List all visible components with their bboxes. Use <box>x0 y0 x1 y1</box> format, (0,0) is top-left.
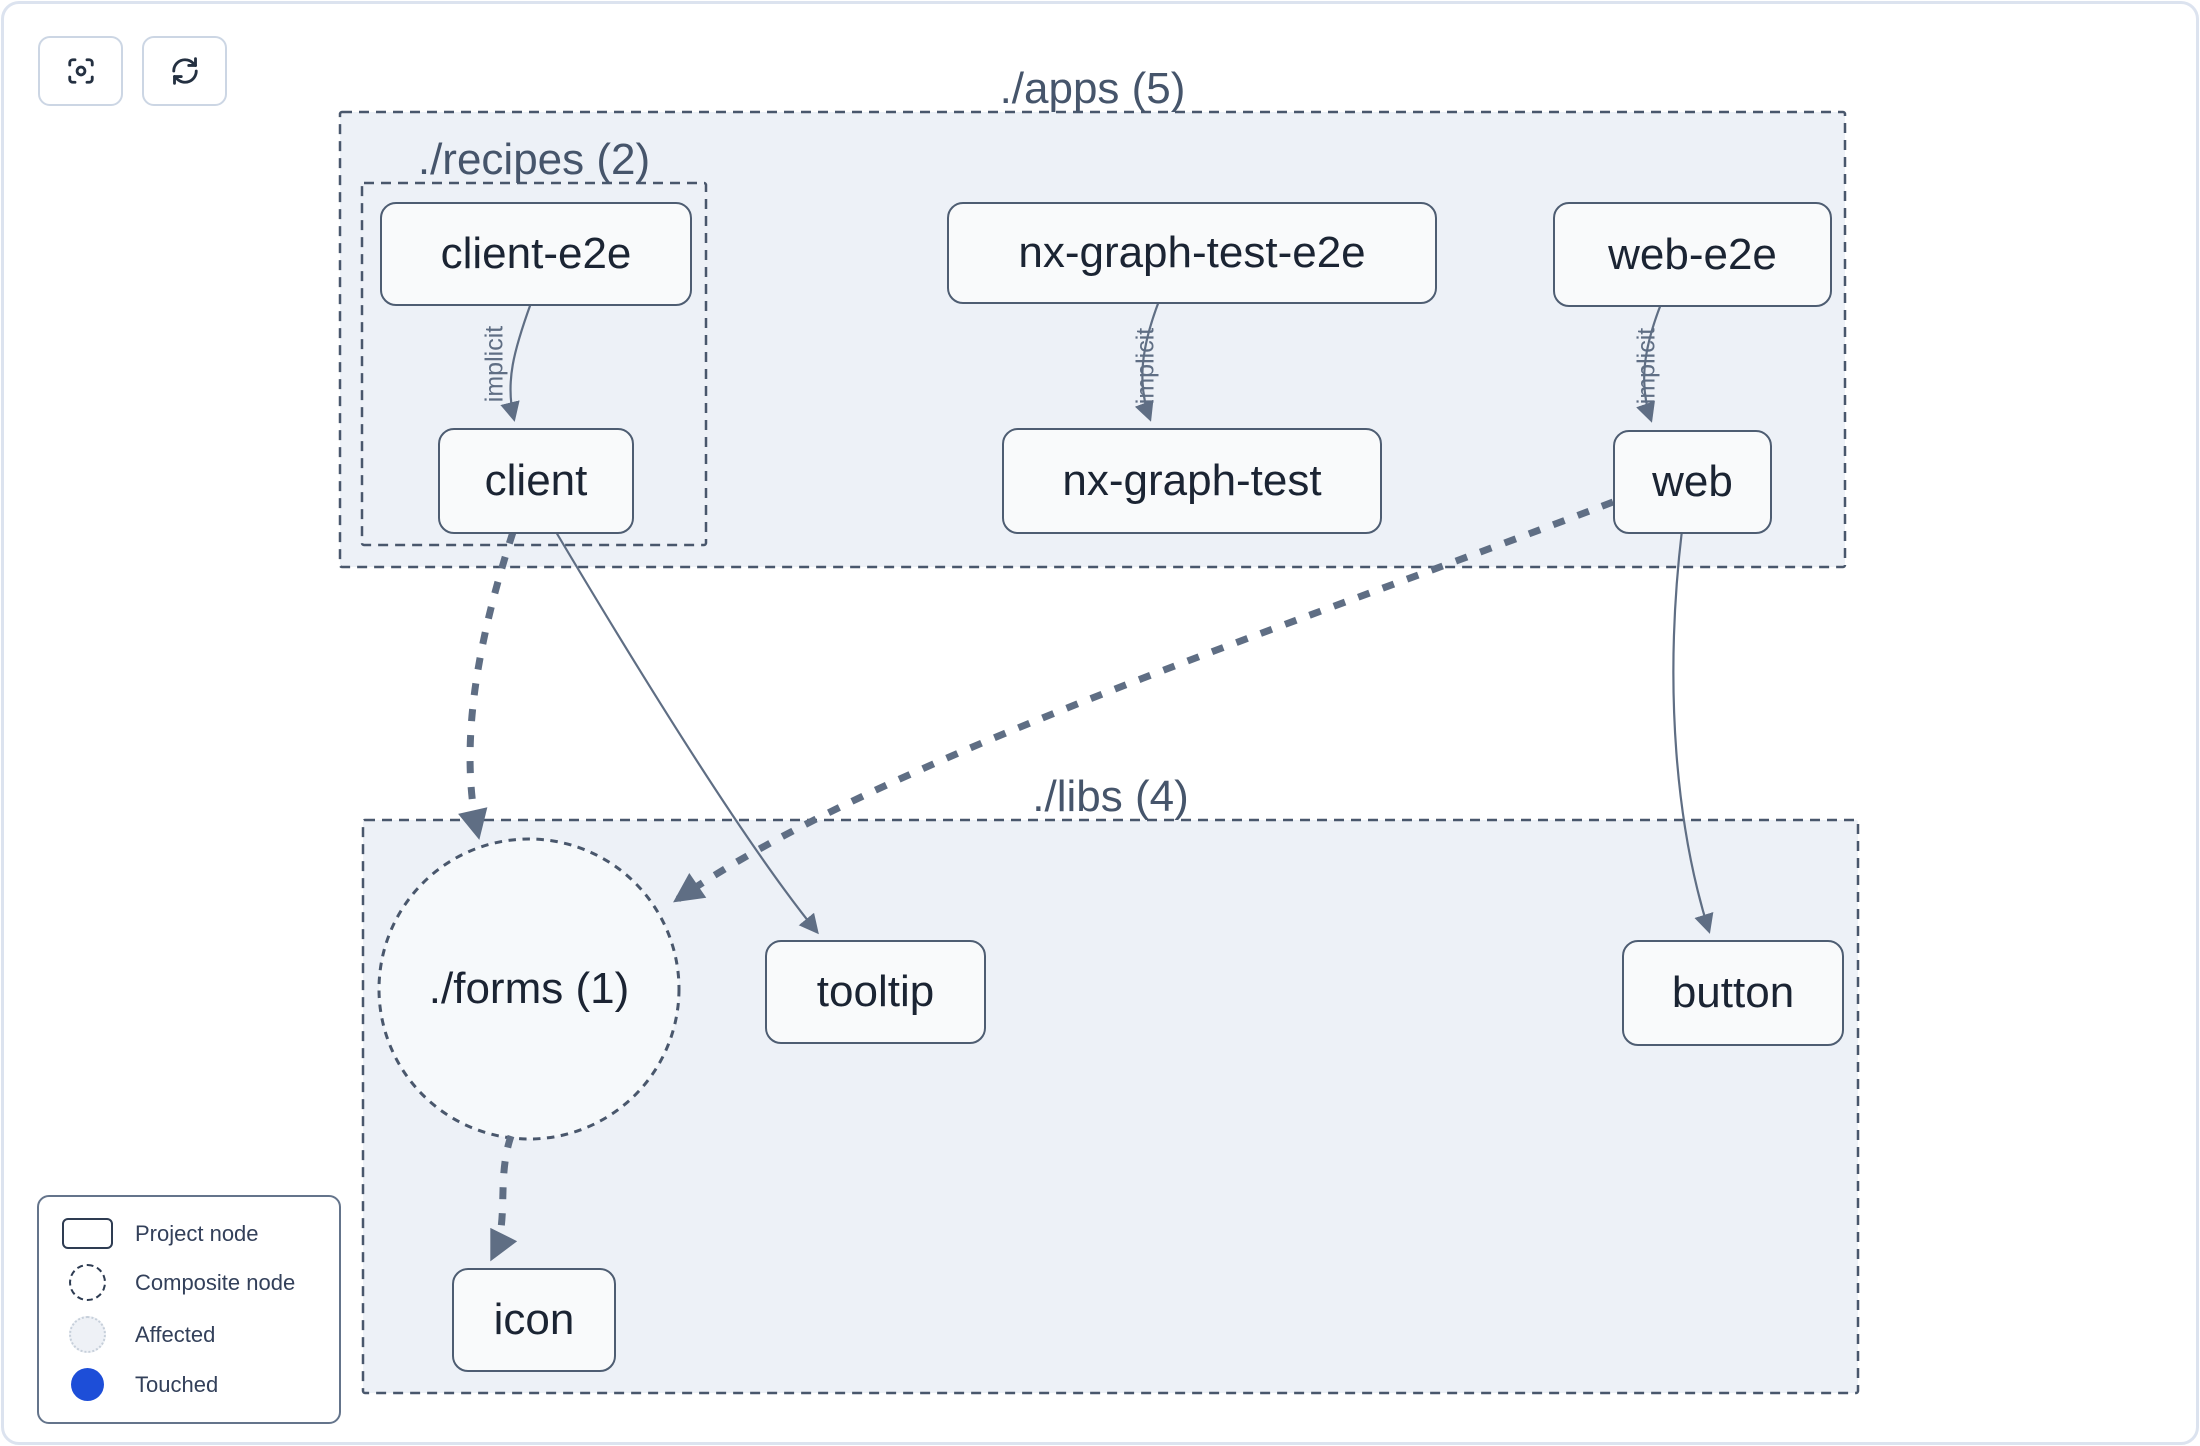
node-web-e2e[interactable]: web-e2e <box>1553 202 1832 307</box>
focus-crosshair-icon <box>67 58 94 84</box>
node-label: tooltip <box>816 967 935 1016</box>
node-label: web-e2e <box>1608 229 1777 279</box>
node-icon[interactable]: icon <box>452 1268 616 1372</box>
edge-forms-to-icon <box>489 1134 518 1262</box>
composite-node-forms[interactable] <box>377 837 681 1141</box>
node-label: button <box>1671 968 1795 1017</box>
group-label-recipes[interactable]: ./recipes (2) <box>417 135 651 184</box>
group-libs-container <box>361 818 1860 1395</box>
node-label: nx-graph-test <box>1062 456 1322 505</box>
legend-item-label: Touched <box>135 1371 219 1397</box>
legend-item-label: Project node <box>135 1220 259 1246</box>
legend-item: Affected <box>39 1316 339 1353</box>
legend-item: Touched <box>39 1368 339 1401</box>
node-button[interactable]: button <box>1622 940 1844 1046</box>
group-recipes-container <box>360 181 708 547</box>
group-label-apps[interactable]: ./apps (5) <box>999 64 1186 113</box>
edge-client-e2e-to-client <box>500 302 533 422</box>
edge-client-to-forms <box>458 530 517 840</box>
node-nx-graph-test-e2e[interactable]: nx-graph-test-e2e <box>947 202 1437 304</box>
project-node-swatch <box>61 1218 113 1249</box>
composite-node-swatch <box>68 1264 106 1301</box>
node-web[interactable]: web <box>1613 430 1772 534</box>
edge-label-implicit: implicit <box>1633 328 1661 404</box>
zoom-to-fit-button[interactable] <box>38 36 123 106</box>
node-label: web <box>1652 457 1733 506</box>
legend-item: Composite node <box>39 1264 339 1301</box>
refresh-button[interactable] <box>142 36 227 106</box>
legend: Project node Composite node Affected Tou… <box>37 1195 341 1424</box>
edge-client-to-tooltip <box>555 531 819 935</box>
node-label: icon <box>493 1295 575 1344</box>
composite-label-forms[interactable]: ./forms (1) <box>428 964 630 1013</box>
node-label: nx-graph-test-e2e <box>1018 228 1366 277</box>
node-tooltip[interactable]: tooltip <box>765 940 986 1044</box>
touched-swatch <box>70 1368 104 1401</box>
group-apps-container <box>338 110 1847 569</box>
edge-web-to-forms <box>673 498 1615 903</box>
edge-label-implicit: implicit <box>1132 328 1160 404</box>
edge-nx-graph-test-e2e-to-nx-graph-test <box>1134 300 1161 422</box>
toolbar <box>38 36 227 106</box>
node-client[interactable]: client <box>438 428 634 534</box>
refresh-icon <box>171 57 198 85</box>
legend-item-label: Affected <box>135 1321 216 1347</box>
edge-web-e2e-to-web <box>1636 303 1663 423</box>
node-label: client-e2e <box>440 229 632 278</box>
node-client-e2e[interactable]: client-e2e <box>380 202 692 306</box>
edge-web-to-button <box>1672 529 1714 934</box>
edge-label-implicit: implicit <box>481 326 509 402</box>
node-nx-graph-test[interactable]: nx-graph-test <box>1002 428 1382 534</box>
legend-item: Project node <box>39 1218 339 1249</box>
affected-swatch <box>68 1316 106 1353</box>
node-label: client <box>484 456 588 505</box>
group-label-libs[interactable]: ./libs (4) <box>1032 772 1189 821</box>
legend-item-label: Composite node <box>135 1269 296 1295</box>
